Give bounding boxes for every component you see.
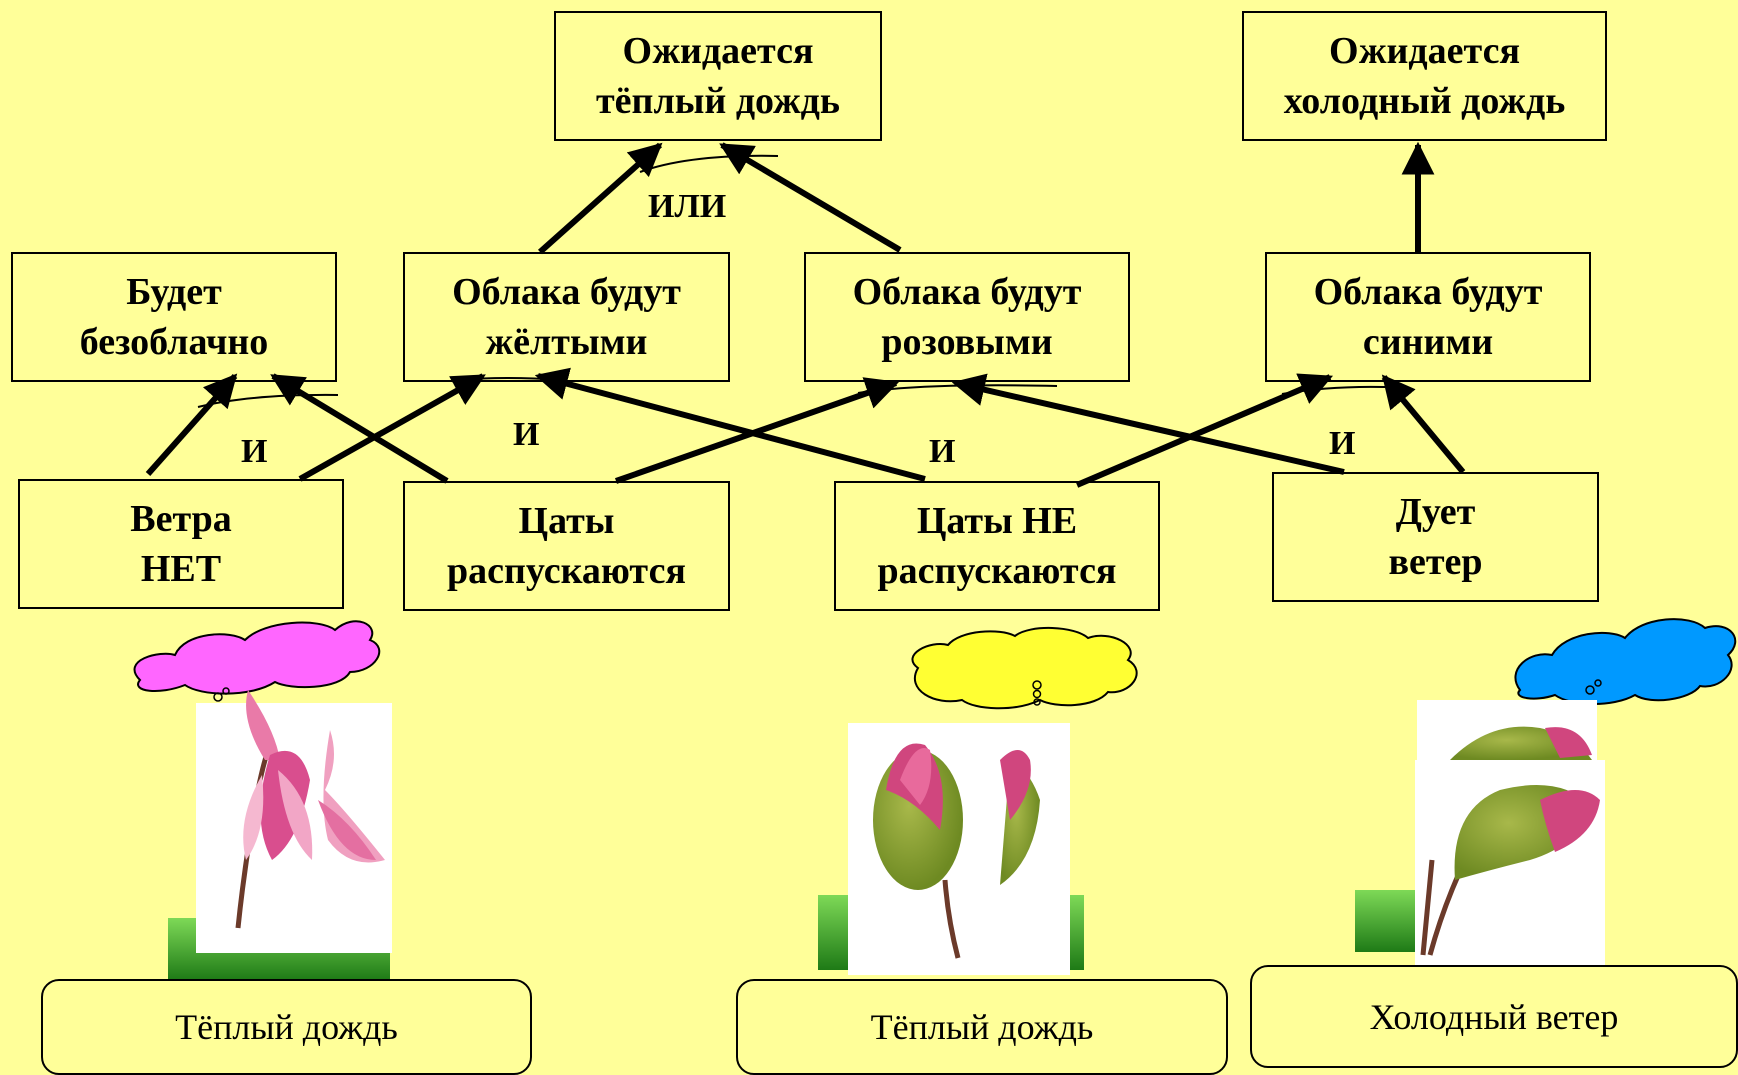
goal-cold-rain-line1: Ожидается bbox=[1328, 30, 1521, 72]
caption-left: Тёплый дождь bbox=[41, 979, 532, 1075]
arrows bbox=[145, 141, 1466, 488]
cloudless-line1: Будет bbox=[126, 271, 222, 313]
arc-and-2 bbox=[457, 377, 563, 381]
goal-warm-rain-line2: тёплый дождь bbox=[596, 80, 840, 122]
arc-and-3 bbox=[857, 384, 1058, 394]
wind-line2: ветер bbox=[1388, 541, 1483, 583]
pink-clouds-box: Облака будут розовыми bbox=[804, 252, 1130, 382]
goal-warm-rain-line1: Ожидается bbox=[622, 30, 814, 72]
goal-cold-rain-line2: холодный дождь bbox=[1283, 80, 1566, 122]
arrow-yellow-to-warm bbox=[538, 142, 663, 255]
no-bloom-line1: Цаты НЕ bbox=[916, 500, 1078, 542]
arrow-wind-to-blue bbox=[1381, 374, 1466, 474]
conjunction-arcs bbox=[197, 154, 1411, 408]
pink-clouds-line2: розовыми bbox=[881, 321, 1053, 363]
operator-and-2: И bbox=[513, 416, 540, 453]
yellow-clouds-line1: Облака будут bbox=[452, 271, 681, 313]
operator-and-1: И bbox=[241, 433, 268, 470]
arrow-bloom-to-pink bbox=[615, 377, 900, 484]
arrow-bloom-to-cloudless bbox=[270, 373, 449, 484]
arrow-wind-to-pink bbox=[951, 373, 1345, 475]
operator-and-4: И bbox=[1329, 425, 1356, 462]
no-wind-line2: НЕТ bbox=[140, 548, 222, 590]
bloom-line1: Цаты bbox=[518, 500, 615, 542]
cloud-yellow bbox=[911, 627, 1138, 710]
operator-or: ИЛИ bbox=[648, 188, 727, 225]
goal-cold-rain-box: Ожидается холодный дождь bbox=[1242, 11, 1607, 141]
flower-buds-illustration bbox=[818, 723, 1084, 975]
bloom-line2: распускаются bbox=[446, 550, 686, 592]
flower-bloom-illustration bbox=[168, 690, 392, 980]
yellow-clouds-line2: жёлтыми bbox=[485, 321, 648, 363]
arrow-nowind-to-yellow bbox=[298, 373, 486, 482]
arrow-pink-to-warm bbox=[719, 142, 902, 253]
arc-and-4 bbox=[1281, 385, 1411, 395]
arrow-nobloom-to-blue bbox=[1075, 373, 1334, 488]
arrow-nobloom-to-yellow bbox=[534, 367, 926, 482]
bloom-box: Цаты распускаются bbox=[403, 481, 730, 611]
pink-clouds-line1: Облака будут bbox=[852, 271, 1082, 313]
cloud-magenta bbox=[133, 620, 381, 702]
no-bloom-line2: распускаются bbox=[877, 550, 1117, 592]
wind-box: Дует ветер bbox=[1272, 472, 1599, 602]
arc-and-1 bbox=[197, 393, 339, 408]
wind-line1: Дует bbox=[1395, 491, 1476, 533]
cloudless-line2: безоблачно bbox=[79, 321, 269, 363]
fuzzy-buds-illustration bbox=[1355, 700, 1605, 978]
no-wind-box: Ветра НЕТ bbox=[18, 479, 344, 609]
operator-and-3: И bbox=[929, 433, 956, 470]
arrow-nowind-to-cloudless bbox=[145, 373, 238, 476]
blue-clouds-line2: синими bbox=[1362, 321, 1494, 363]
caption-right: Холодный ветер bbox=[1250, 965, 1738, 1068]
blue-clouds-box: Облака будут синими bbox=[1265, 252, 1591, 382]
no-wind-line1: Ветра bbox=[130, 498, 232, 540]
yellow-clouds-box: Облака будут жёлтыми bbox=[403, 252, 730, 382]
no-bloom-box: Цаты НЕ распускаются bbox=[834, 481, 1160, 611]
cloud-blue bbox=[1514, 618, 1737, 705]
arc-or bbox=[639, 154, 779, 173]
caption-middle: Тёплый дождь bbox=[736, 979, 1228, 1075]
cloudless-box: Будет безоблачно bbox=[11, 252, 337, 382]
goal-warm-rain-box: Ожидается тёплый дождь bbox=[554, 11, 882, 141]
blue-clouds-line1: Облака будут bbox=[1313, 271, 1543, 313]
